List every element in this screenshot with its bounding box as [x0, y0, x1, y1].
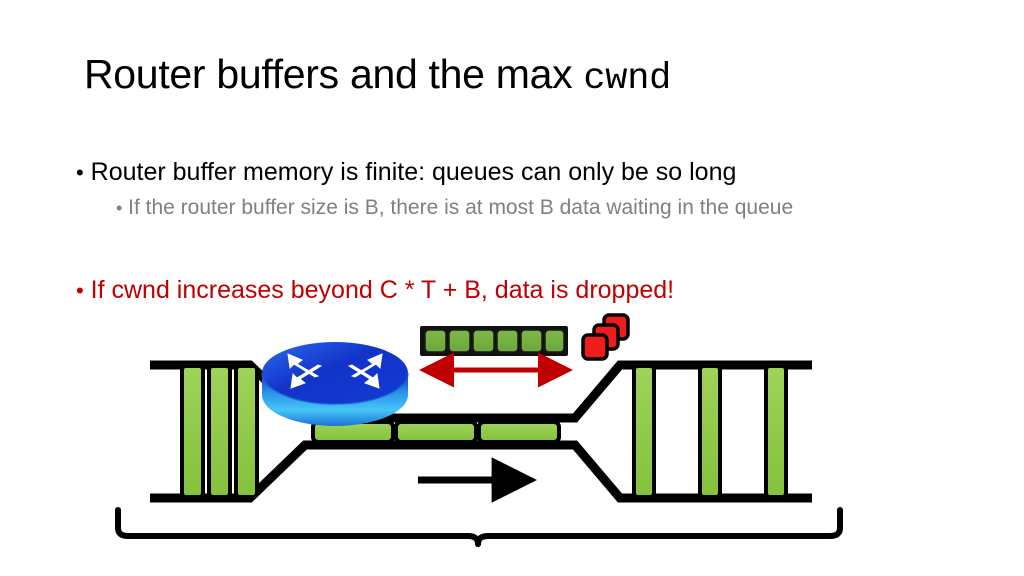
router-icon	[261, 342, 409, 426]
network-pipe-diagram: Data B C * T	[0, 300, 1024, 576]
buffer-queue-icon	[420, 326, 568, 356]
bullet-text: Router buffer memory is finite: queues c…	[90, 158, 737, 186]
page-title-text: Router buffers and the max	[84, 51, 584, 97]
narrow-pipe-packets	[311, 420, 561, 444]
bullet-item-3: • If cwnd increases beyond C * T + B, da…	[76, 276, 674, 305]
bullet-marker: •	[116, 198, 123, 218]
page-title: Router buffers and the max cwnd	[84, 51, 672, 100]
dropped-packets-icon	[581, 313, 630, 361]
bullet-text: If cwnd increases beyond C * T + B, data…	[90, 276, 675, 304]
bullet-marker: •	[76, 278, 84, 303]
bullet-item-2: • If the router buffer size is B, there …	[116, 196, 793, 220]
bullet-text: If the router buffer size is B, there is…	[128, 196, 794, 219]
bullet-marker: •	[76, 160, 84, 185]
page-title-mono-term: cwnd	[583, 58, 672, 100]
bullet-item-1: • Router buffer memory is finite: queues…	[76, 158, 736, 187]
right-pipe-packets	[632, 364, 788, 499]
ct-brace-icon	[115, 507, 843, 547]
left-pipe-packets	[180, 364, 259, 499]
